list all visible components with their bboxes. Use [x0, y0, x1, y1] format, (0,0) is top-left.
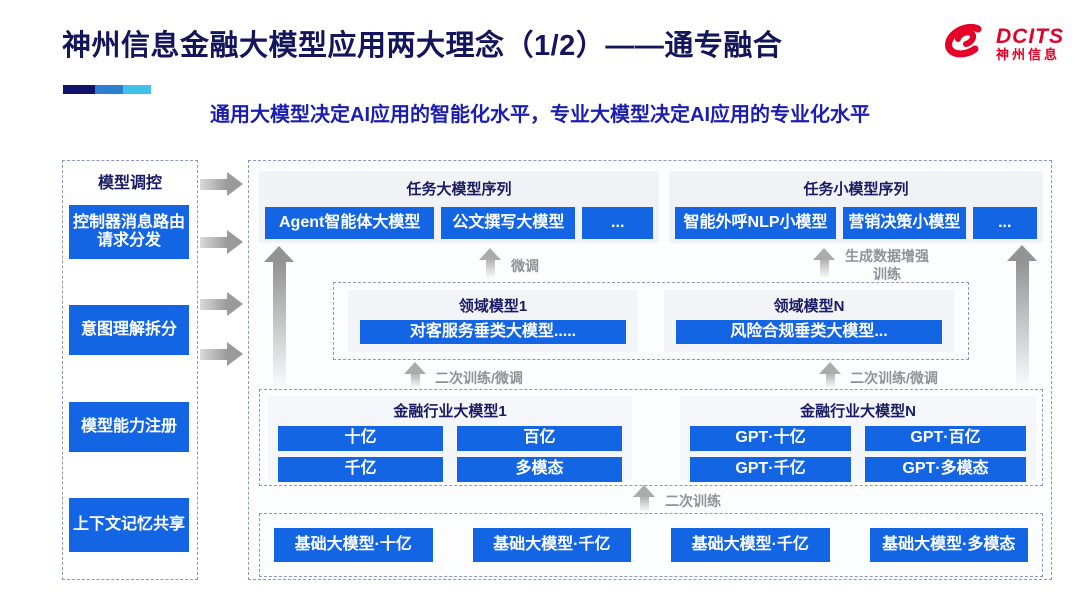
- logo-swirl-icon: [938, 18, 988, 69]
- tall-up-arrow-left: [264, 246, 294, 389]
- gen-data-label: 生成数据增强训练: [845, 248, 929, 283]
- retrain-ft-label-left: 二次训练/微调: [435, 370, 523, 386]
- node-billion: 十亿: [278, 426, 443, 451]
- domain-model-1-title: 领域模型1: [458, 298, 528, 315]
- tall-up-arrow-right: [1007, 245, 1037, 389]
- node-base-model-hundred-billion-1: 基础大模型·千亿: [472, 528, 631, 562]
- domain-model-band: 领域模型1 对客服务垂类大模型..... 领域模型N 风险合规垂类大模型...: [333, 282, 969, 360]
- title-accent-bar: [63, 85, 151, 94]
- task-small-model-title: 任务小模型序列: [803, 181, 909, 198]
- node-task-large-more: ...: [582, 207, 653, 239]
- task-large-model-panel: 任务大模型序列 Agent智能体大模型 公文撰写大模型 ...: [259, 171, 659, 243]
- logo-brand-cn-text: 神州信息: [996, 46, 1061, 62]
- node-gpt-multimodal: GPT·多模态: [865, 457, 1026, 482]
- node-agent-large-model: Agent智能体大模型: [265, 207, 435, 239]
- node-customer-service-vertical-model: 对客服务垂类大模型.....: [360, 320, 626, 344]
- fine-tune-arrow: [479, 248, 501, 278]
- node-risk-compliance-vertical-model: 风险合规垂类大模型...: [676, 320, 942, 344]
- industry-model-n-group: 金融行业大模型N GPT·十亿 GPT·百亿 GPT·千亿 GPT·多模态: [680, 396, 1036, 482]
- accent-segment-blue: [95, 85, 123, 94]
- node-base-model-multimodal: 基础大模型·多模态: [869, 528, 1028, 562]
- retrain-ft-label-right: 二次训练/微调: [850, 370, 938, 386]
- domain-model-1-group: 领域模型1 对客服务垂类大模型.....: [348, 290, 638, 352]
- slide-subtitle: 通用大模型决定AI应用的智能化水平，专业大模型决定AI应用的专业化水平: [210, 104, 870, 126]
- main-diagram: 任务大模型序列 Agent智能体大模型 公文撰写大模型 ... 任务小模型序列 …: [248, 160, 1052, 580]
- industry-model-1-group: 金融行业大模型1 十亿 百亿 千亿 多模态: [268, 396, 632, 482]
- flow-right-arrow-2: [200, 230, 243, 254]
- node-marketing-decision-model: 营销决策小模型: [843, 207, 966, 239]
- sidebar-item-message-routing: 控制器消息路由请求分发: [69, 205, 189, 259]
- domain-model-n-title: 领域模型N: [773, 298, 845, 315]
- node-outbound-nlp-model: 智能外呼NLP小模型: [675, 207, 837, 239]
- node-gpt-hundred-billion: GPT·千亿: [690, 457, 851, 482]
- base-model-band: 基础大模型·十亿 基础大模型·千亿 基础大模型·千亿 基础大模型·多模态: [259, 513, 1043, 577]
- node-hundred-billion: 千亿: [278, 457, 443, 482]
- domain-model-n-group: 领域模型N 风险合规垂类大模型...: [664, 290, 954, 352]
- sidebar-model-control: 模型调控 控制器消息路由请求分发 意图理解拆分 模型能力注册 上下文记忆共享: [62, 160, 198, 580]
- retrain-ft-arrow-left: [404, 362, 426, 388]
- node-multimodal: 多模态: [457, 457, 622, 482]
- industry-model-1-title: 金融行业大模型1: [393, 403, 507, 420]
- node-gpt-billion: GPT·十亿: [690, 426, 851, 451]
- accent-segment-cyan: [123, 85, 151, 94]
- industry-model-band: 金融行业大模型1 十亿 百亿 千亿 多模态 金融行业大模型N GPT·十亿 GP…: [259, 389, 1043, 486]
- flow-right-arrow-4: [200, 342, 243, 366]
- retrain-ft-arrow-right: [819, 362, 841, 388]
- flow-right-arrow-1: [200, 172, 243, 196]
- task-large-model-title: 任务大模型序列: [406, 181, 512, 198]
- retrain-label: 二次训练: [665, 493, 721, 509]
- node-ten-billion: 百亿: [457, 426, 622, 451]
- sidebar-item-capability-register: 模型能力注册: [69, 402, 189, 452]
- retrain-arrow: [633, 485, 655, 512]
- node-base-model-hundred-billion-2: 基础大模型·千亿: [671, 528, 830, 562]
- sidebar-item-context-memory: 上下文记忆共享: [69, 498, 189, 552]
- flow-right-arrow-3: [200, 292, 243, 316]
- company-logo: DCITS 神州信息: [938, 18, 1064, 69]
- node-document-writing-model: 公文撰写大模型: [441, 207, 576, 239]
- fine-tune-label: 微调: [511, 258, 539, 274]
- gen-data-arrow: [813, 248, 835, 278]
- sidebar-title: 模型调控: [97, 175, 162, 192]
- sidebar-item-intent-split: 意图理解拆分: [69, 305, 189, 355]
- accent-segment-navy: [63, 85, 95, 94]
- logo-brand-text: DCITS: [996, 24, 1064, 48]
- industry-model-n-title: 金融行业大模型N: [800, 403, 916, 420]
- node-base-model-billion: 基础大模型·十亿: [274, 528, 433, 562]
- task-small-model-panel: 任务小模型序列 智能外呼NLP小模型 营销决策小模型 ...: [669, 171, 1043, 243]
- page-title: 神州信息金融大模型应用两大理念（1/2）——通专融合: [62, 30, 783, 62]
- node-gpt-ten-billion: GPT·百亿: [865, 426, 1026, 451]
- node-task-small-more: ...: [972, 207, 1037, 239]
